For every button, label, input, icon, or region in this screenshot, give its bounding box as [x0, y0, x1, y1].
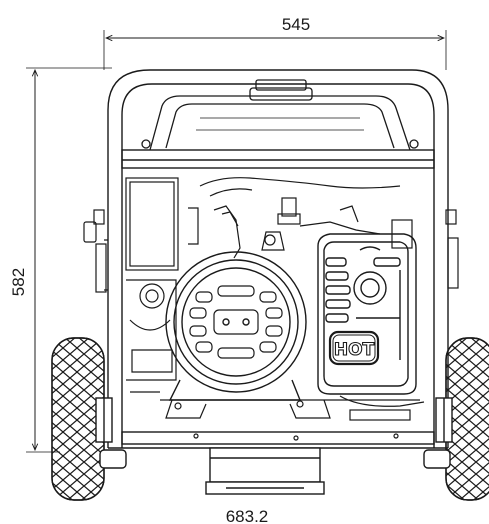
- side-panel-left: [125, 177, 179, 381]
- width-dimension: 545: [103, 15, 447, 70]
- wheel-left: [51, 337, 127, 501]
- height-dimension-label: 582: [9, 268, 28, 296]
- depth-dimension-label: 683.2: [226, 507, 269, 524]
- engine-block: HOT: [317, 233, 417, 395]
- engine-plumbing: [188, 177, 413, 259]
- frame: [107, 69, 449, 449]
- fuel-tank: [141, 79, 419, 151]
- height-dimension: 582: [9, 67, 112, 453]
- wheel-right: [423, 337, 489, 501]
- support-foot: [205, 447, 325, 495]
- hot-warning-label: HOT: [334, 340, 375, 360]
- side-brackets: [83, 209, 459, 293]
- depth-dimension: 683.2: [226, 507, 269, 524]
- width-dimension-label: 545: [282, 15, 310, 34]
- alternator: [165, 251, 307, 401]
- engine-base: [130, 391, 425, 441]
